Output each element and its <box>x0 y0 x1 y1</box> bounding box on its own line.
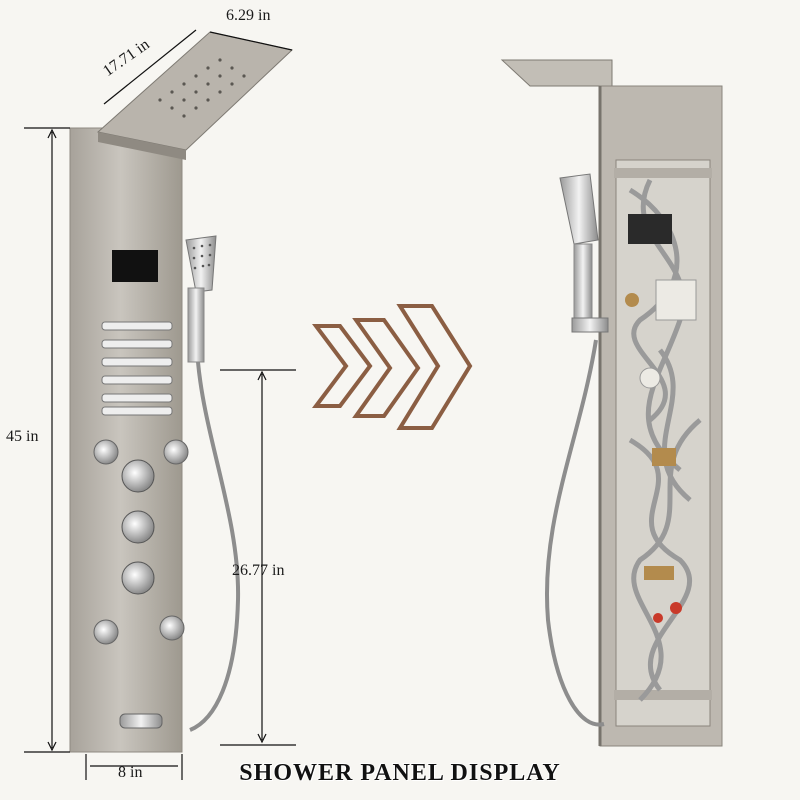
tub-spout <box>119 713 163 729</box>
body-jet-rows <box>101 321 173 416</box>
massage-jets <box>93 439 189 645</box>
width-dimension-label: 6.29 in <box>226 7 271 24</box>
caption-title: SHOWER PANEL DISPLAY <box>239 760 561 786</box>
base-width-dimension-label: 8 in <box>118 764 143 781</box>
control-knobs <box>121 459 155 595</box>
temperature-display <box>112 250 158 282</box>
dimension-lines <box>24 29 296 780</box>
shower-hose-side <box>545 339 605 727</box>
arrow-chevrons <box>312 304 473 430</box>
open-back-panel <box>500 59 723 747</box>
hose-height-dimension-label: 26.77 in <box>232 562 285 579</box>
height-dimension-label: 45 in <box>6 428 39 445</box>
handheld-shower-side <box>559 173 609 333</box>
shower-hose <box>189 361 241 732</box>
handheld-shower <box>185 235 217 363</box>
front-panel <box>69 31 294 753</box>
brass-valves <box>625 293 676 580</box>
control-module <box>628 214 672 244</box>
